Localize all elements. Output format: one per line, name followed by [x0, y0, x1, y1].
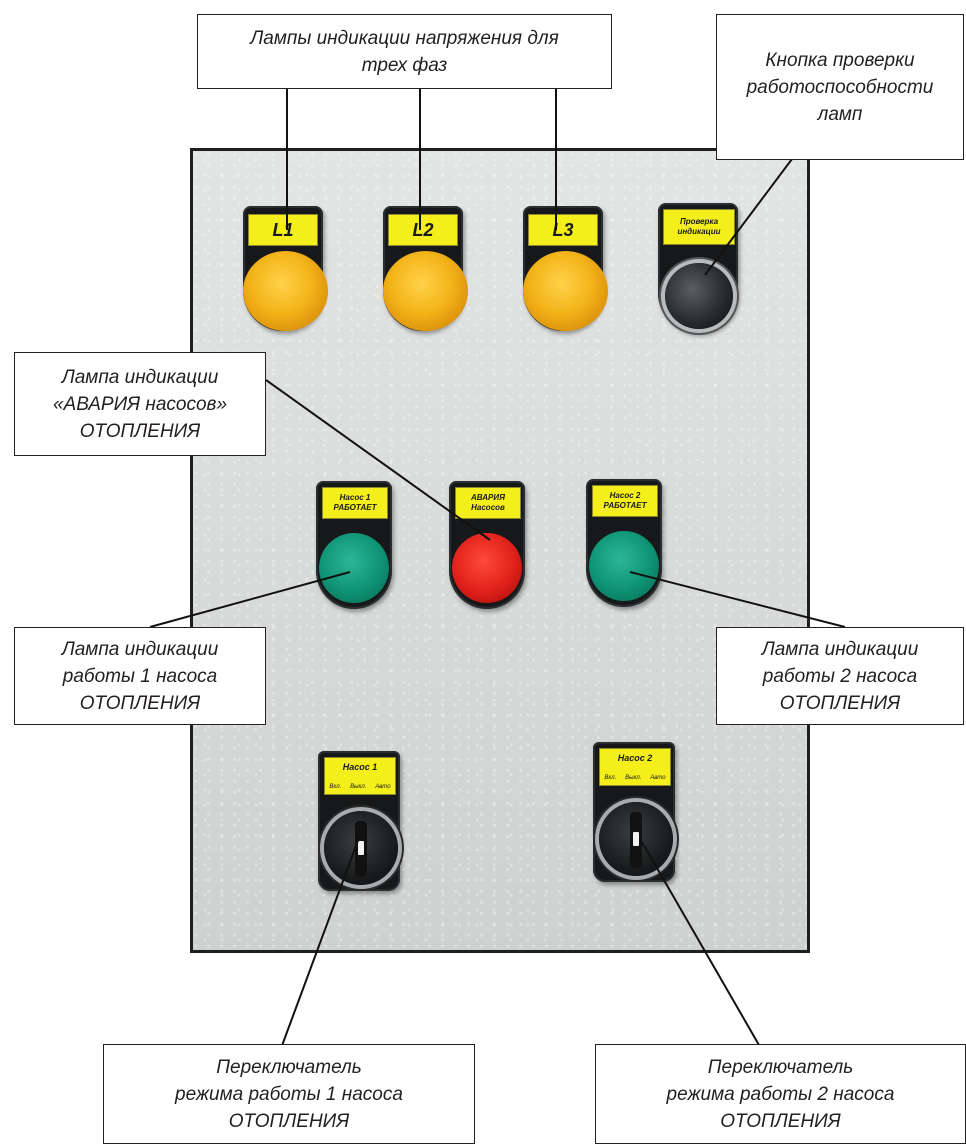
selector1-dial[interactable]	[324, 811, 398, 885]
lamp-check-button[interactable]: Проверка индикации	[655, 203, 750, 338]
selector2-dial[interactable]	[599, 802, 673, 876]
green-lens	[589, 531, 659, 601]
selector-switch-pump1[interactable]: Насос 1 Вкл. Выкл. Авто	[316, 751, 406, 921]
callout-pump1-lamp-text: Лампа индикации работы 1 насоса ОТОПЛЕНИ…	[61, 638, 219, 714]
selector2-modes: Вкл. Выкл. Авто	[600, 775, 670, 781]
selector1-title: Насос 1	[342, 762, 378, 772]
callout-switch1-text: Переключатель режима работы 1 насоса ОТО…	[175, 1056, 403, 1132]
callout-phase-lamps: Лампы индикации напряжения для трех фаз	[197, 14, 612, 89]
lamp-label-l3: L3	[528, 214, 598, 246]
green-lens	[319, 533, 389, 603]
callout-pump1-lamp: Лампа индикации работы 1 насоса ОТОПЛЕНИ…	[14, 627, 266, 725]
lamp-label-l2: L2	[388, 214, 458, 246]
pump2-lamp-label: Насос 2 РАБОТАЕТ	[592, 485, 658, 517]
selector2-label-plate: Насос 2 Вкл. Выкл. Авто	[599, 748, 671, 786]
alarm-lamp-label: АВАРИЯ Насосов	[455, 487, 521, 519]
callout-switch2-text: Переключатель режима работы 2 насоса ОТО…	[666, 1056, 895, 1132]
selector1-modes: Вкл. Выкл. Авто	[325, 784, 395, 790]
callout-switch1: Переключатель режима работы 1 насоса ОТО…	[103, 1044, 475, 1144]
lamp-pump-alarm: АВАРИЯ Насосов	[449, 481, 529, 611]
selector-switch-pump2[interactable]: Насос 2 Вкл. Выкл. Авто	[591, 742, 681, 912]
yellow-lens	[243, 251, 328, 331]
lamp-l1: L1	[238, 206, 333, 336]
mode-auto: Авто	[375, 784, 391, 790]
callout-alarm-lamp: Лампа индикации «АВАРИЯ насосов» ОТОПЛЕН…	[14, 352, 266, 456]
callout-pump2-lamp: Лампа индикации работы 2 насоса ОТОПЛЕНИ…	[716, 627, 964, 725]
mode-off: Выкл.	[350, 784, 367, 790]
lamp-label-l1: L1	[248, 214, 318, 246]
check-button-label: Проверка индикации	[663, 209, 735, 245]
mode-auto: Авто	[650, 775, 666, 781]
mode-on: Вкл.	[329, 784, 342, 790]
mode-off: Выкл.	[625, 775, 642, 781]
callout-pump2-lamp-text: Лампа индикации работы 2 насоса ОТОПЛЕНИ…	[761, 638, 919, 714]
selector2-title: Насос 2	[617, 753, 653, 763]
control-cabinet-panel: L1 L2 L3 Проверка индикации Насос 1 РАБО…	[190, 148, 810, 953]
lamp-pump2-running: Насос 2 РАБОТАЕТ	[586, 479, 666, 609]
callout-check-button-text: Кнопка проверки работоспособности ламп	[746, 49, 934, 125]
lamp-l2: L2	[378, 206, 473, 336]
yellow-lens	[523, 251, 608, 331]
yellow-lens	[383, 251, 468, 331]
selector1-indicator	[358, 841, 364, 855]
lamp-l3: L3	[518, 206, 613, 336]
callout-phase-lamps-text: Лампы индикации напряжения для трех фаз	[250, 27, 559, 76]
red-lens	[452, 533, 522, 603]
callout-switch2: Переключатель режима работы 2 насоса ОТО…	[595, 1044, 966, 1144]
mode-on: Вкл.	[604, 775, 617, 781]
selector1-label-plate: Насос 1 Вкл. Выкл. Авто	[324, 757, 396, 795]
black-pushbutton[interactable]	[665, 263, 733, 329]
lamp-pump1-running: Насос 1 РАБОТАЕТ	[316, 481, 396, 611]
selector2-indicator	[633, 832, 639, 846]
callout-check-button: Кнопка проверки работоспособности ламп	[716, 14, 964, 160]
callout-alarm-lamp-text: Лампа индикации «АВАРИЯ насосов» ОТОПЛЕН…	[52, 366, 228, 442]
pump1-lamp-label: Насос 1 РАБОТАЕТ	[322, 487, 388, 519]
